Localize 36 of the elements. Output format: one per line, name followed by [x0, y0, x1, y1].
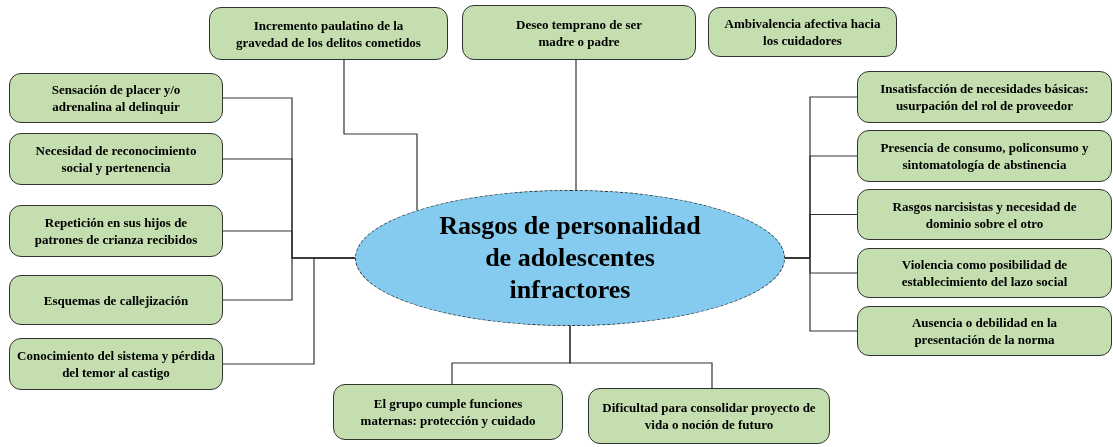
trait-text: Ausencia o debilidad en la presentación de la norma — [910, 314, 1059, 348]
trait-text: El grupo cumple funciones maternas: protección y cuidado — [359, 395, 537, 429]
trait-box — [857, 189, 1112, 240]
trait-text: Presencia de consumo, policonsumo y sintomatología de abstinencia — [879, 139, 1090, 173]
trait-box — [857, 248, 1112, 298]
connector-line — [569, 325, 713, 389]
trait-box — [9, 338, 223, 390]
trait-text: Insatisfacción de necesidades básicas: usurpación del rol de proveedor — [879, 80, 1090, 114]
trait-box — [857, 71, 1112, 123]
connector-line — [784, 257, 858, 332]
trait-text: Ambivalencia afectiva hacia los cuidadores — [723, 15, 882, 49]
trait-text: Sensación de placer y/o adrenalina al delinquir — [50, 81, 182, 115]
connector-line — [575, 59, 577, 191]
trait-text: Rasgos narcisistas y necesidad de dominio sobre el otro — [891, 197, 1078, 232]
trait-text: Violencia como posibilidad de establecimiento del lazo social — [900, 256, 1069, 290]
trait-text: Necesidad de reconocimiento social y pertenencia — [34, 142, 198, 176]
trait-text: Conocimiento del sistema y pérdida del temor al castigo — [16, 347, 216, 381]
trait-box — [209, 7, 448, 60]
trait-text: Incremento paulatino de la gravedad de los delitos cometidos — [235, 16, 422, 51]
trait-box — [9, 73, 223, 123]
trait-box — [708, 7, 897, 57]
trait-text: Esquemas de callejización — [43, 291, 189, 309]
trait-box — [588, 388, 830, 444]
trait-box — [857, 130, 1112, 182]
trait-box — [9, 133, 223, 185]
trait-box — [462, 5, 696, 60]
connector-line — [343, 59, 418, 211]
trait-text: Dificultad para consolidar proyecto de vida o noción de futuro — [601, 399, 817, 433]
trait-text: Repetición en sus hijos de patrones de crianza recibidos — [33, 214, 199, 248]
trait-text: Deseo temprano de ser madre o padre — [515, 15, 643, 50]
connector-line — [222, 257, 356, 365]
central-title: Rasgos de personalidad de adolescentes infractores — [438, 210, 702, 306]
trait-box — [9, 205, 223, 257]
trait-box — [857, 306, 1112, 356]
trait-box — [9, 275, 223, 325]
trait-box — [333, 384, 563, 440]
